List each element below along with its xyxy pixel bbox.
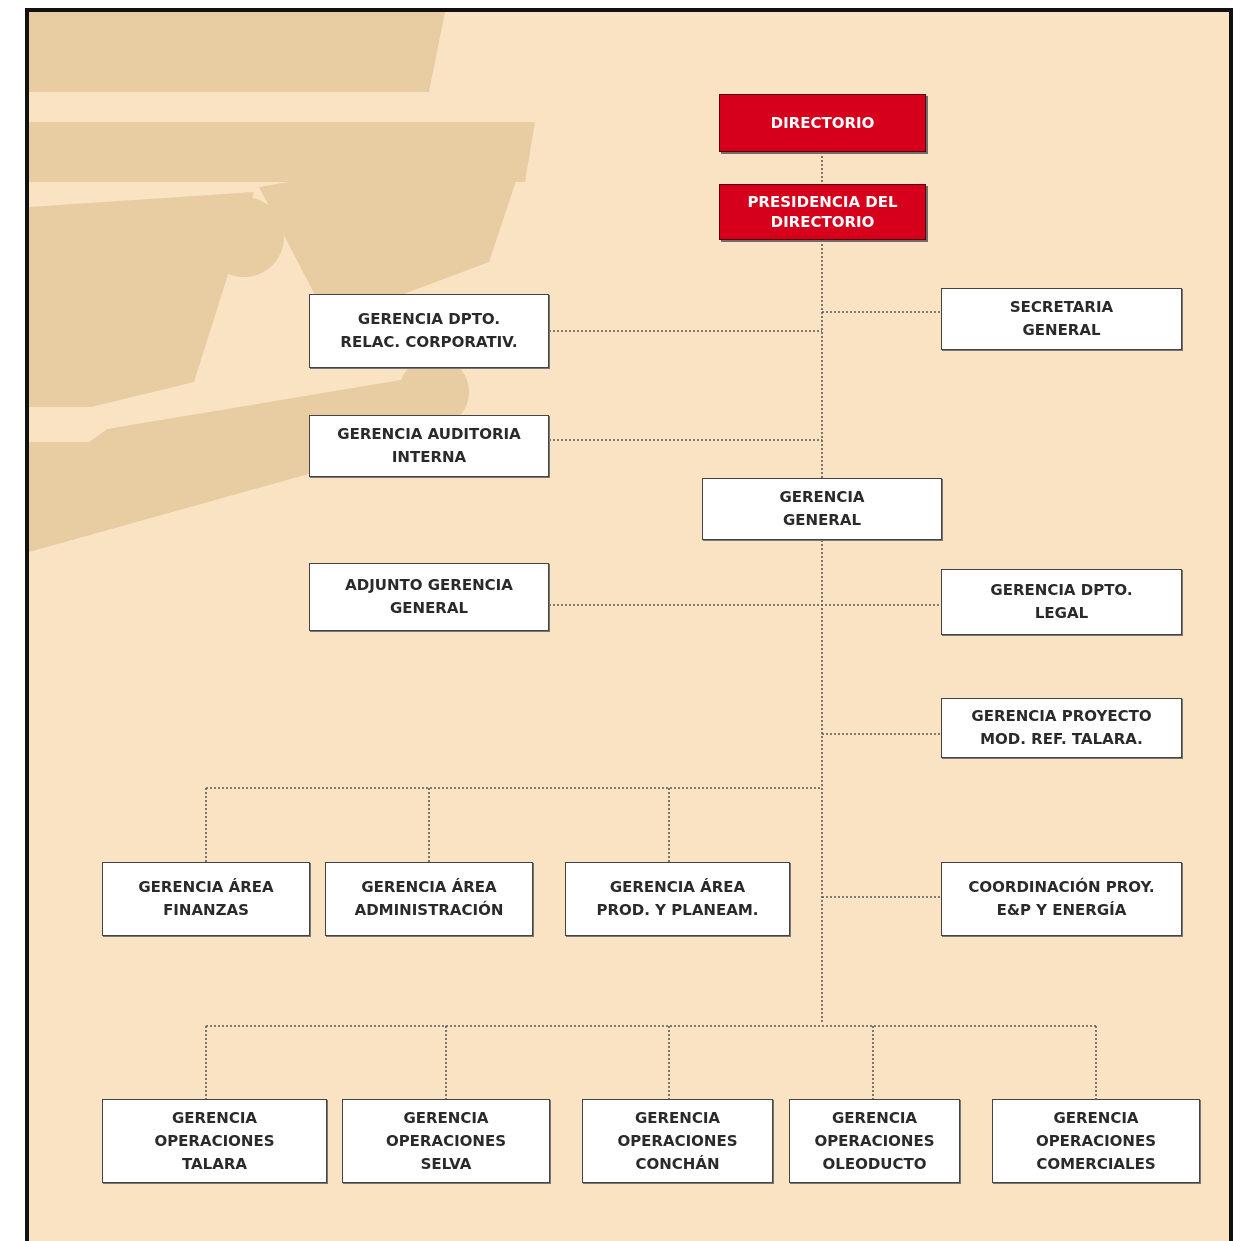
node-coordinacion-proy-ep-energia: COORDINACIÓN PROY. E&P Y ENERGÍA xyxy=(941,862,1182,936)
node-gerencia-dpto-legal: GERENCIA DPTO. LEGAL xyxy=(941,569,1182,635)
node-directorio: DIRECTORIO xyxy=(719,94,926,152)
node-secretaria-general: SECRETARIA GENERAL xyxy=(941,288,1182,350)
node-gerencia-general: GERENCIA GENERAL xyxy=(702,478,942,540)
node-gerencia-operaciones-selva: GERENCIA OPERACIONES SELVA xyxy=(342,1099,550,1183)
node-gerencia-operaciones-comerciales: GERENCIA OPERACIONES COMERCIALES xyxy=(992,1099,1200,1183)
node-adjunto-gerencia-general: ADJUNTO GERENCIA GENERAL xyxy=(309,563,549,631)
node-gerencia-auditoria-interna: GERENCIA AUDITORIA INTERNA xyxy=(309,415,549,477)
node-gerencia-area-administracion: GERENCIA ÁREA ADMINISTRACIÓN xyxy=(325,862,533,936)
node-gerencia-dpto-relac-corporativ: GERENCIA DPTO. RELAC. CORPORATIV. xyxy=(309,294,549,368)
node-gerencia-operaciones-oleoducto: GERENCIA OPERACIONES OLEODUCTO xyxy=(789,1099,960,1183)
node-gerencia-area-prod-planeam: GERENCIA ÁREA PROD. Y PLANEAM. xyxy=(565,862,790,936)
org-chart: DIRECTORIO PRESIDENCIA DEL DIRECTORIO SE… xyxy=(25,8,1233,1241)
node-gerencia-proyecto-mod-ref-talara: GERENCIA PROYECTO MOD. REF. TALARA. xyxy=(941,698,1182,758)
node-presidencia-del-directorio: PRESIDENCIA DEL DIRECTORIO xyxy=(719,184,926,240)
connector-lines xyxy=(205,152,1097,1099)
node-gerencia-operaciones-talara: GERENCIA OPERACIONES TALARA xyxy=(102,1099,327,1183)
node-gerencia-area-finanzas: GERENCIA ÁREA FINANZAS xyxy=(102,862,310,936)
node-gerencia-operaciones-conchan: GERENCIA OPERACIONES CONCHÁN xyxy=(582,1099,773,1183)
